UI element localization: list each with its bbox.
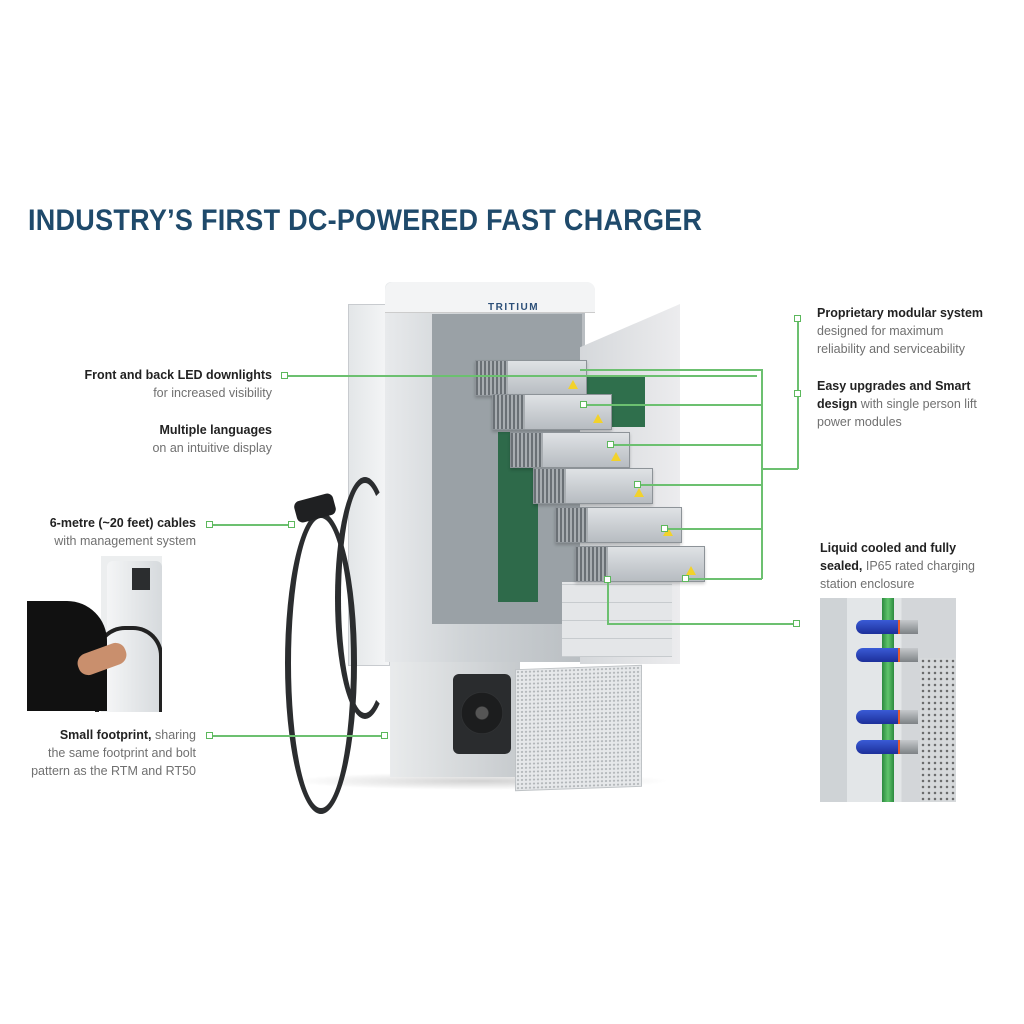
coolant-hose [856,620,902,634]
callout-modular-system: Proprietary modular system designed for … [817,304,1017,358]
air-filter [562,582,672,657]
module-leader-1 [580,369,762,371]
node-marker-icon [381,732,388,739]
node-marker-icon [288,521,295,528]
vented-panel [920,658,956,802]
module-leader-2 [586,404,762,406]
module-vent-icon [576,547,608,581]
callout-heading: Liquid cooled and fully [820,541,957,555]
node-marker-icon [206,521,213,528]
module-vent-icon [493,395,525,429]
page-title: INDUSTRY’S FIRST DC-POWERED FAST CHARGER [28,204,703,237]
inset-photo-cable-use [27,556,162,712]
leader-line-cables [212,524,292,526]
leader-line-led [287,375,757,377]
callout-body-inline: with single person lift [860,397,977,411]
callout-heading: Small footprint, [59,728,152,742]
warning-icon [568,380,578,389]
node-marker-icon [580,401,587,408]
callout-body: reliability and serviceability [817,342,965,356]
node-marker-icon [607,441,614,448]
module-leader-5 [667,528,762,530]
callout-small-footprint: Small footprint, sharing the same footpr… [0,726,196,780]
callout-heading: Proprietary modular system [817,306,984,320]
callout-liquid-cooled: Liquid cooled and fully sealed, IP65 rat… [820,539,1020,593]
hose-fitting-icon [898,740,918,754]
node-marker-icon [206,732,213,739]
inset-photo-liquid-cooling [820,598,956,802]
callout-heading: sealed, [820,559,863,573]
node-marker-icon [793,620,800,627]
callout-body: station enclosure [820,577,915,591]
callout-body: for increased visibility [153,386,272,400]
leader-line-footprint [212,735,384,737]
callout-heading: 6-metre (~20 feet) cables [49,516,196,530]
node-marker-icon [661,525,668,532]
callout-body-inline: IP65 rated charging [865,559,975,573]
coolant-hose [856,648,902,662]
module-vent-icon [511,433,543,467]
power-module-4 [533,468,653,504]
power-module-3 [510,432,630,468]
hose-fitting-icon [898,710,918,724]
power-module-2 [492,394,612,430]
node-marker-icon [281,372,288,379]
display-screen-icon [132,568,150,590]
warning-icon [634,488,644,497]
hose-fitting-icon [898,648,918,662]
module-leader-3 [613,444,762,446]
callout-body: the same footprint and bolt [47,746,196,760]
cooling-leader-vertical [607,579,609,624]
callout-heading: Easy upgrades and Smart [817,379,971,393]
cooling-fan-icon [453,674,511,754]
module-leader-6 [688,578,762,580]
callout-led-downlights: Front and back LED downlights for increa… [12,366,273,402]
warning-icon [686,566,696,575]
callout-body: with management system [54,534,196,548]
callout-body: on an intuitive display [152,441,272,455]
callout-body-inline: sharing [155,728,196,742]
callout-heading: design [817,397,858,411]
callout-heading: Multiple languages [159,423,272,437]
callout-body: pattern as the RTM and RT50 [31,764,196,778]
module-vent-icon [534,469,566,503]
charging-cable-loop [335,477,395,719]
node-marker-icon [634,481,641,488]
warning-icon [593,414,603,423]
module-bracket-line [761,369,763,579]
coolant-hose [856,740,902,754]
callout-multiple-languages: Multiple languages on an intuitive displ… [12,421,272,457]
callout-heading: Front and back LED downlights [84,368,273,382]
module-vent-icon [476,361,508,395]
power-module-5 [555,507,682,543]
node-marker-icon [604,576,611,583]
node-marker-icon [794,390,801,397]
charger-illustration: TRITIUM [285,282,705,814]
node-marker-icon [794,315,801,322]
cooling-leader-horizontal [607,623,795,625]
callout-body: power modules [817,415,902,429]
module-leader-4 [640,484,762,486]
warning-icon [663,527,673,536]
brand-label: TRITIUM [488,302,540,313]
callout-easy-upgrades: Easy upgrades and Smart design with sing… [817,377,1017,431]
warning-icon [611,452,621,461]
node-marker-icon [682,575,689,582]
hose-fitting-icon [898,620,918,634]
callout-body: designed for maximum [817,324,944,338]
power-module-1 [475,360,587,396]
coolant-hose [856,710,902,724]
cabinet-top [385,282,595,312]
module-vent-icon [556,508,588,542]
callout-cables: 6-metre (~20 feet) cables with managemen… [0,514,196,550]
bracket-to-callout-line [762,468,798,470]
base-grille [515,664,642,792]
